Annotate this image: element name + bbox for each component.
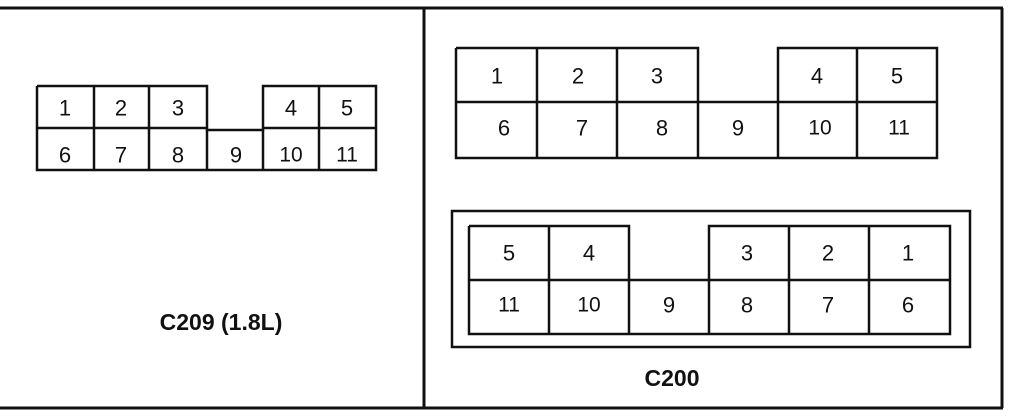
c209-pin-3: 3 (172, 96, 184, 121)
c200-top-pin-7: 7 (576, 116, 588, 141)
c200-bottom-pin-2: 2 (822, 241, 834, 266)
c200-bottom-housing (450, 209, 972, 349)
c209-pin-8: 8 (172, 143, 184, 168)
c200-top-pin-5: 5 (891, 64, 903, 89)
c200-bottom-pin-6: 6 (902, 293, 914, 318)
c200-bottom-pin-5: 5 (503, 241, 515, 266)
c209-label: C209 (1.8L) (160, 309, 283, 335)
c209-pin-5: 5 (341, 96, 353, 121)
c200-top-pin-6: 6 (498, 116, 510, 141)
c200-bottom-pin-1: 1 (902, 241, 914, 266)
c209-pin-2: 2 (115, 96, 127, 121)
connector-c200-bottom: 5 4 3 2 1 11 10 9 8 7 6 (450, 209, 972, 349)
c200-top-pin-8: 8 (656, 116, 668, 141)
c200-label: C200 (645, 365, 700, 391)
c209-pin-7: 7 (115, 143, 127, 168)
connector-c200-top: 1 2 3 4 5 6 7 8 9 10 11 (454, 46, 939, 160)
connector-c200-bottom-outline (467, 224, 952, 336)
connector-c200-top-outline (454, 46, 939, 160)
c200-bottom-pin-9: 9 (663, 293, 675, 318)
c209-pin-6: 6 (59, 143, 71, 168)
c200-top-pin-1: 1 (491, 64, 503, 89)
c200-top-pin-10: 10 (808, 117, 831, 140)
c200-bottom-pin-11: 11 (498, 294, 520, 317)
c200-bottom-pin-4: 4 (583, 241, 595, 266)
connector-c209-outline (35, 84, 378, 172)
c200-top-pin-3: 3 (651, 64, 663, 89)
c209-pin-10: 10 (279, 144, 302, 167)
c200-bottom-pin-3: 3 (741, 241, 753, 266)
connector-c209: 1 2 3 4 5 6 7 8 9 10 11 C209 (1.8L) (35, 84, 378, 335)
c200-bottom-pin-10: 10 (577, 294, 600, 317)
c200-top-pin-11: 11 (888, 117, 910, 140)
c209-pin-11: 11 (336, 144, 358, 167)
c200-top-pin-9: 9 (732, 116, 744, 141)
c200-bottom-pin-8: 8 (741, 293, 753, 318)
c209-pin-4: 4 (285, 96, 297, 121)
c200-top-pin-4: 4 (811, 64, 823, 89)
c209-pin-9: 9 (230, 143, 242, 168)
c200-bottom-pin-7: 7 (822, 293, 834, 318)
c209-pin-1: 1 (59, 96, 71, 121)
diagram-frame (0, 6, 1004, 410)
c200-top-pin-2: 2 (572, 64, 584, 89)
